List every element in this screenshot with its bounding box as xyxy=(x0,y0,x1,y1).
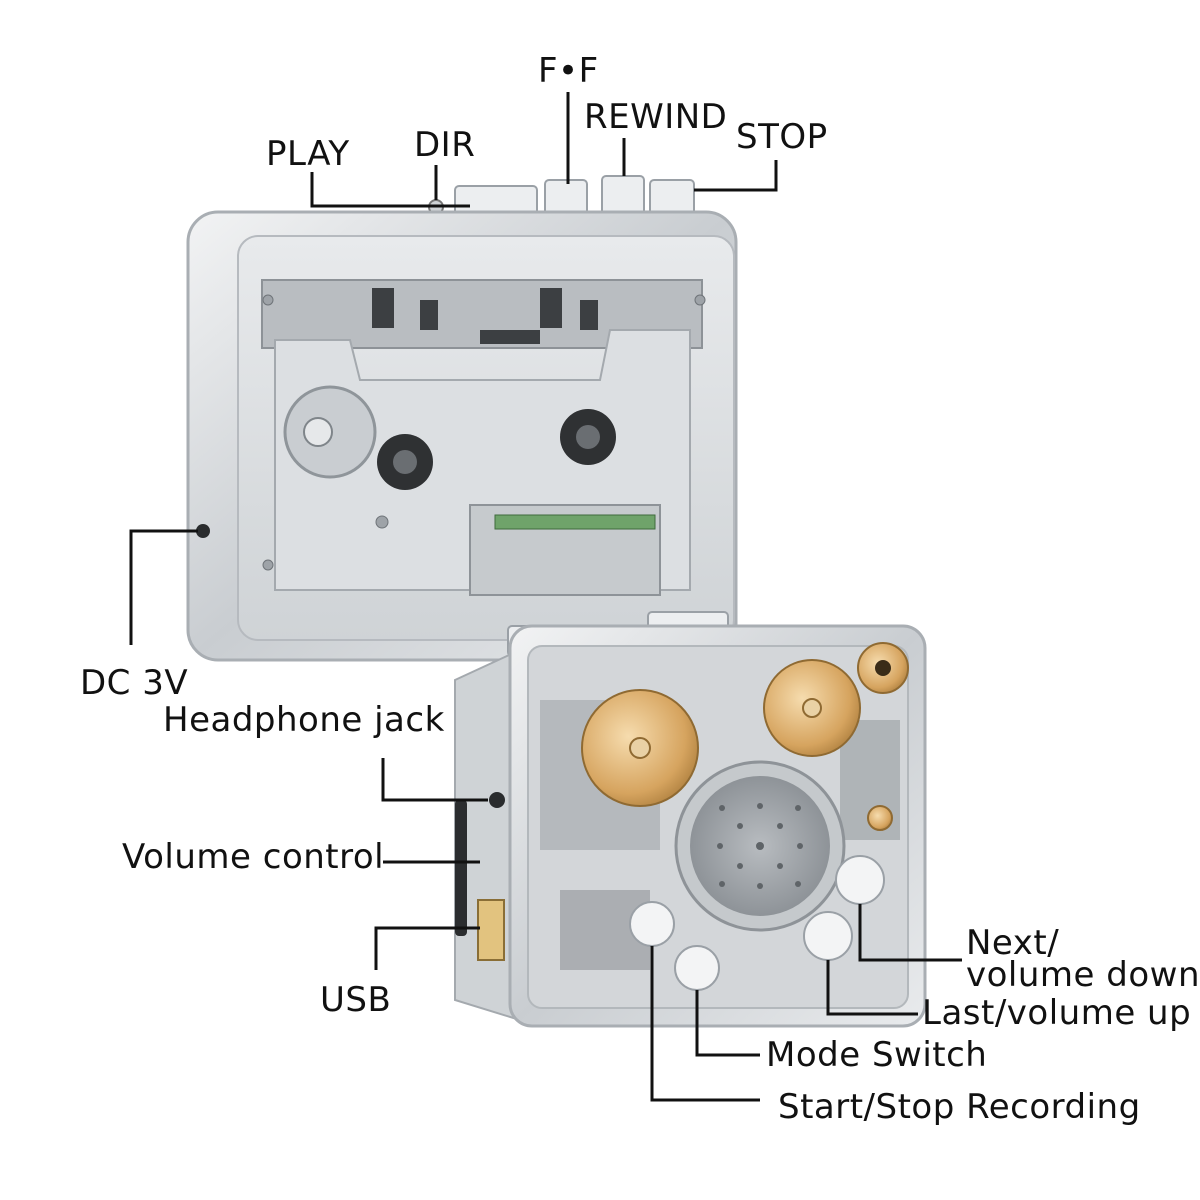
dc-jack-shape xyxy=(196,524,210,538)
label-volume-control: Volume control xyxy=(122,837,385,877)
label-mode-switch: Mode Switch xyxy=(766,1035,988,1075)
label-next-line2: volume down xyxy=(966,955,1200,995)
label-rewind: REWIND xyxy=(584,97,728,137)
rewind-button-shape xyxy=(601,175,645,217)
label-headphone-jack: Headphone jack xyxy=(163,700,445,740)
label-stop: STOP xyxy=(736,117,828,157)
label-play: PLAY xyxy=(266,134,350,174)
callout-lines xyxy=(129,92,962,1102)
label-start-stop-recording: Start/Stop Recording xyxy=(778,1087,1141,1127)
top-cassette-player xyxy=(186,175,738,662)
bottom-cassette-player xyxy=(454,611,927,1028)
label-last-volume-up: Last/volume up xyxy=(922,993,1192,1033)
mode-switch-button-shape xyxy=(674,945,720,991)
label-dir: DIR xyxy=(414,125,476,165)
label-dc-3v: DC 3V xyxy=(80,663,189,703)
start-stop-recording-button-shape xyxy=(629,901,675,947)
label-next-line1: Next/ xyxy=(966,923,1060,963)
next-volume-down-button-shape xyxy=(835,855,885,905)
label-ff: F•F xyxy=(538,51,599,91)
label-usb: USB xyxy=(320,980,392,1020)
last-volume-up-button-shape xyxy=(803,911,853,961)
